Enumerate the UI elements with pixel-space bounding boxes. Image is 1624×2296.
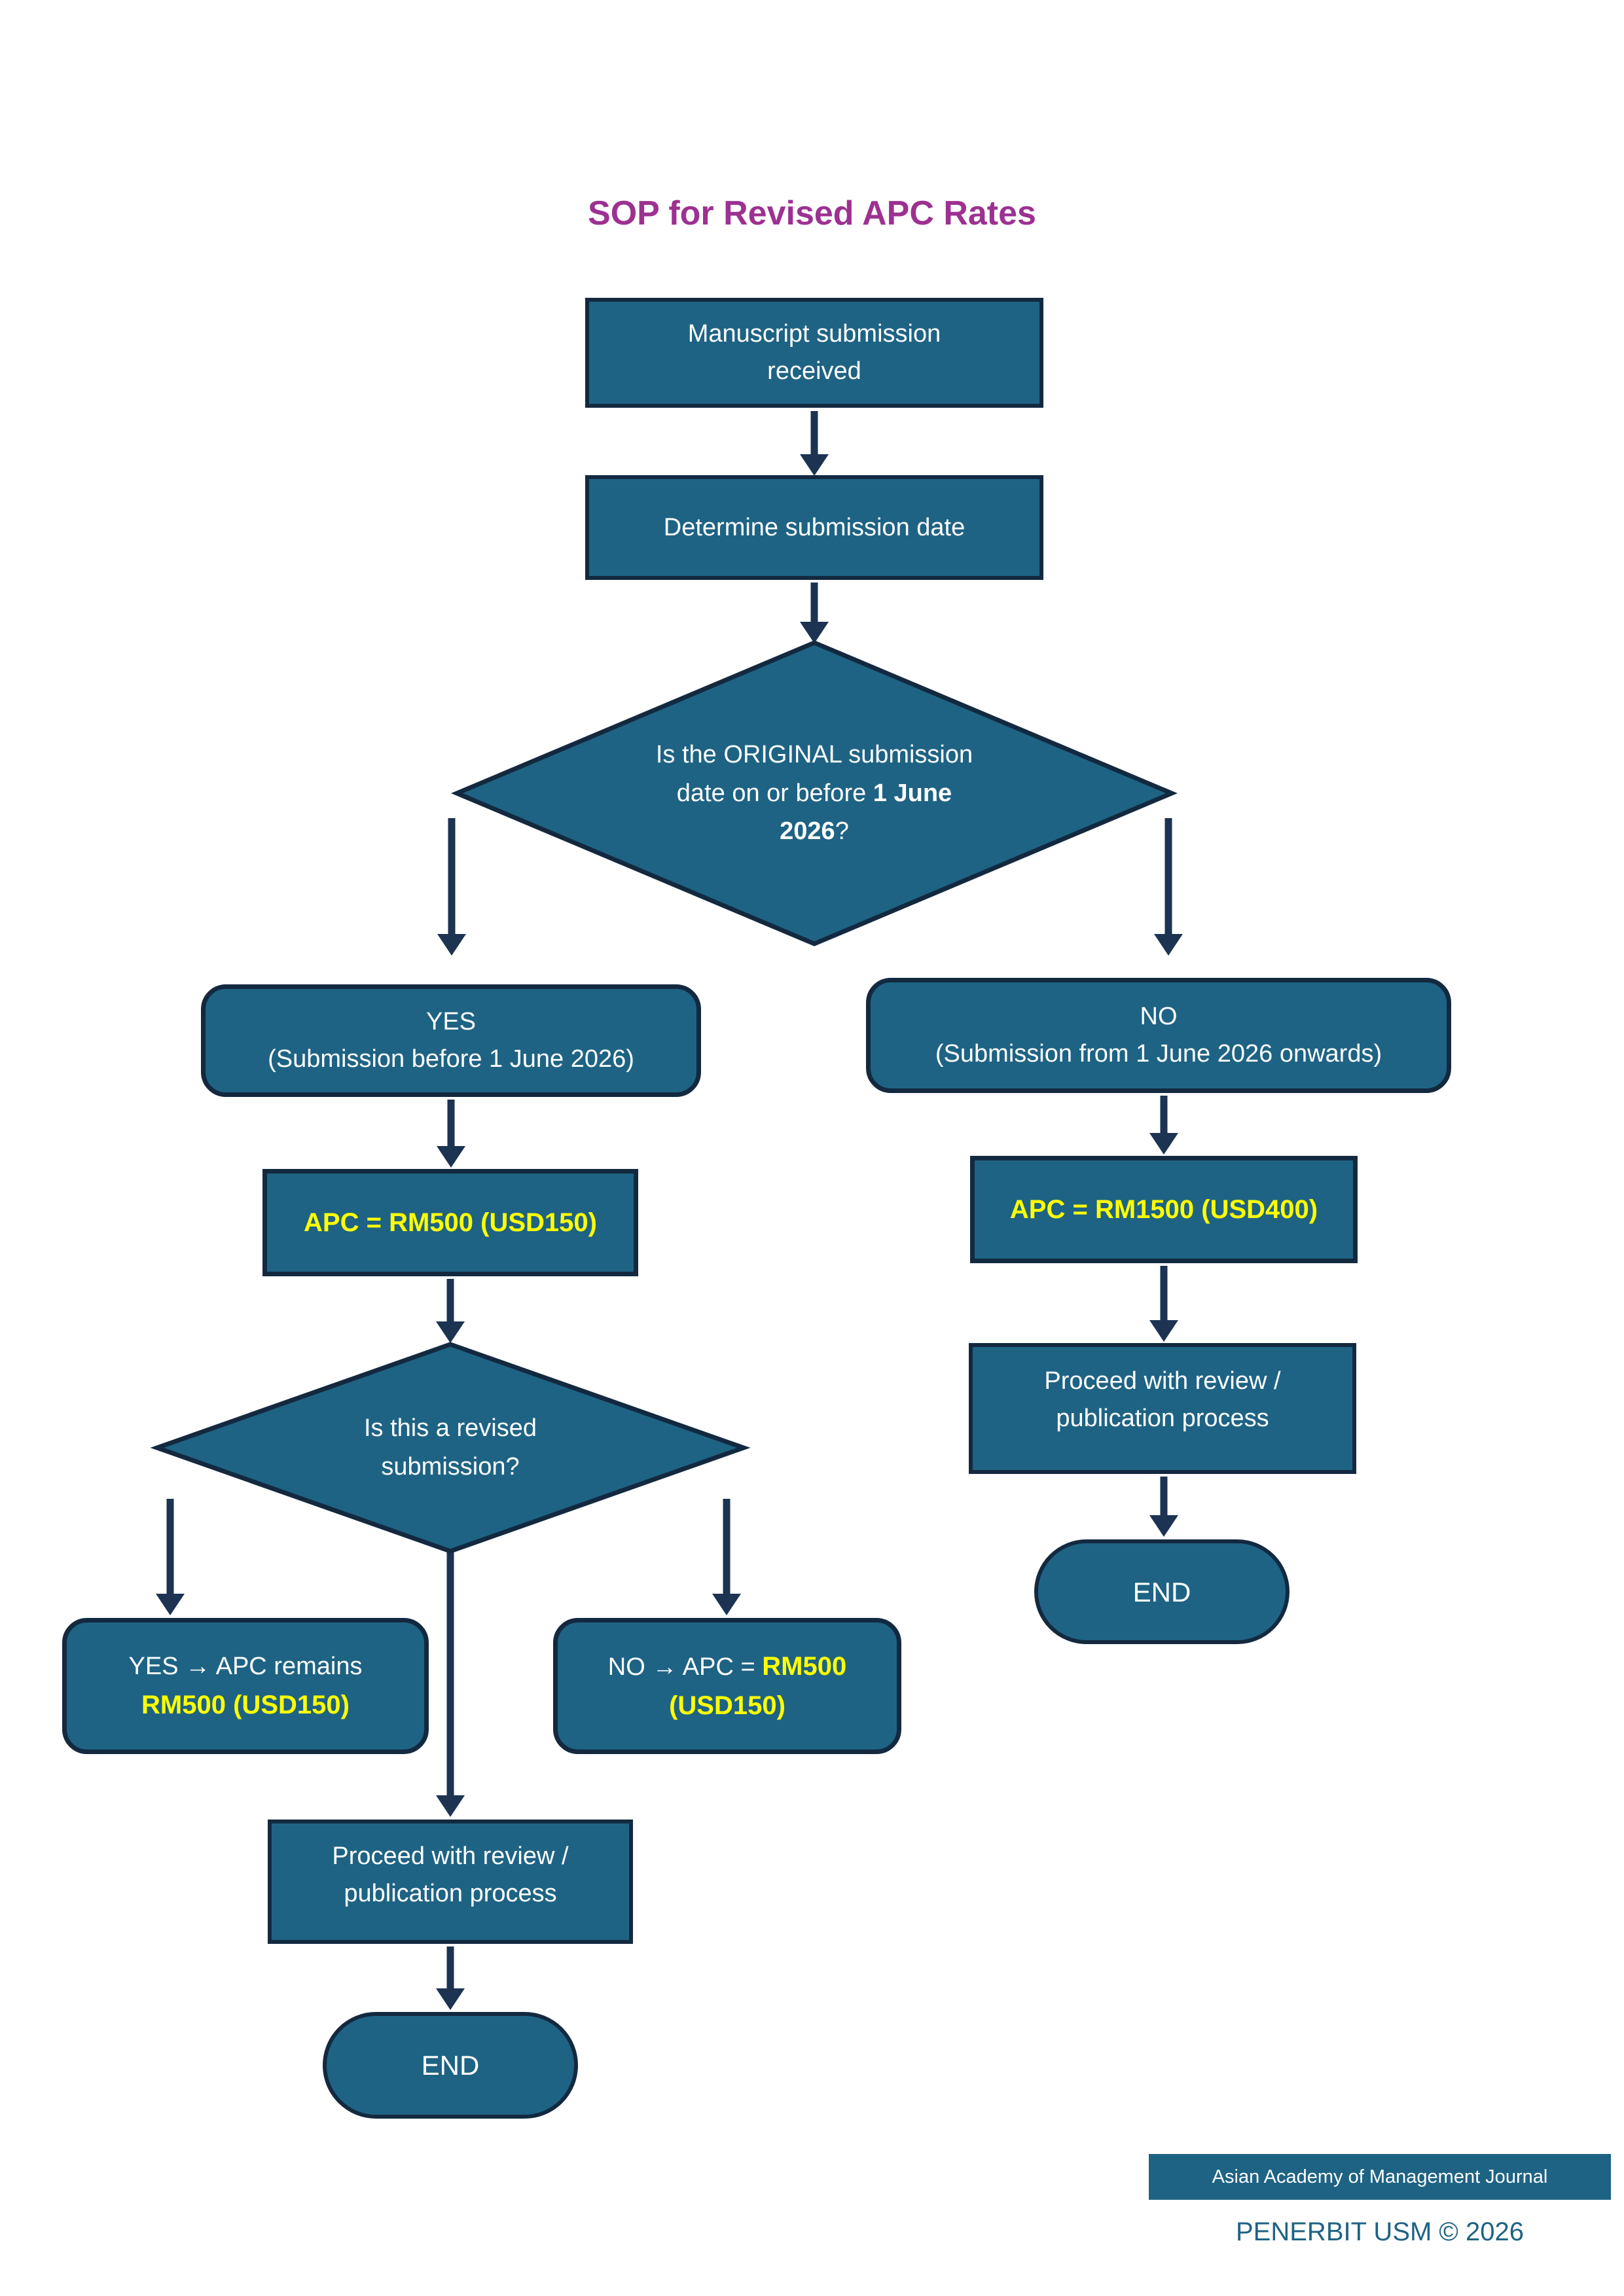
arrow-start-to-determine xyxy=(800,411,829,476)
arrow-determine-to-decision1 xyxy=(800,583,829,643)
node-end-left: END xyxy=(323,2012,578,2119)
decision2-label: Is this a revised submission? xyxy=(313,1364,588,1532)
arrow-apc500-to-decision2 xyxy=(436,1279,465,1343)
node-determine-label: Determine submission date xyxy=(663,513,965,541)
arrow-apc1500-to-proceed-right xyxy=(1149,1266,1178,1342)
end-right-label: END xyxy=(1132,1576,1191,1607)
node-apc-yes: APC = RM500 (USD150) xyxy=(262,1169,638,1276)
arrow-yes-to-apc500 xyxy=(437,1100,465,1168)
no-branch-line1: NO xyxy=(1140,1003,1178,1030)
decision1-text: Is the ORIGINAL submission date on or be… xyxy=(655,740,973,807)
node-revised-no: NO → APC = RM500 (USD150) xyxy=(553,1618,901,1754)
revised-yes-line1: YES → APC remains xyxy=(128,1652,363,1680)
no-branch-line2: (Submission from 1 June 2026 onwards) xyxy=(935,1040,1382,1067)
journal-banner: Asian Academy of Management Journal xyxy=(1149,2154,1611,2200)
revised-no-prefix: NO → APC = xyxy=(607,1653,763,1681)
arrow-decision2-to-proceed-left xyxy=(436,1552,465,1817)
revised-no-value: RM500 xyxy=(762,1652,847,1681)
decision1-suffix: ? xyxy=(835,817,849,846)
apc-yes-label: APC = RM500 (USD150) xyxy=(304,1208,597,1237)
decision1-label: Is the ORIGINAL submission date on or be… xyxy=(651,674,978,912)
end-left-label: END xyxy=(421,2050,480,2081)
journal-banner-label: Asian Academy of Management Journal xyxy=(1212,2166,1548,2187)
proceed-right-label: Proceed with review / publication proces… xyxy=(1044,1367,1281,1432)
node-proceed-left: Proceed with review / publication proces… xyxy=(268,1820,633,1944)
node-end-right: END xyxy=(1034,1539,1290,1644)
apc-no-label: APC = RM1500 (USD400) xyxy=(1009,1195,1318,1224)
revised-yes-line2: RM500 (USD150) xyxy=(141,1690,350,1719)
revised-no-line2: (USD150) xyxy=(669,1691,785,1720)
decision1-emphasis: 1 June 2026 xyxy=(780,779,952,846)
arrow-decision2-to-revised-no xyxy=(712,1499,741,1615)
page-title: SOP for Revised APC Rates xyxy=(588,194,1036,232)
arrow-proceed-right-to-end xyxy=(1149,1477,1178,1537)
arrow-decision2-to-revised-yes xyxy=(156,1499,185,1615)
publisher-copyright: PENERBIT USM © 2026 xyxy=(1236,2217,1524,2246)
node-no-branch: NO (Submission from 1 June 2026 onwards) xyxy=(866,978,1451,1093)
node-yes-branch: YES (Submission before 1 June 2026) xyxy=(201,984,701,1097)
node-start: Manuscript submission received xyxy=(585,298,1043,408)
revised-no-line1: NO → APC = RM500 xyxy=(608,1647,846,1686)
node-apc-no: APC = RM1500 (USD400) xyxy=(970,1156,1358,1263)
proceed-left-label: Proceed with review / publication proces… xyxy=(332,1842,569,1907)
node-proceed-right: Proceed with review / publication proces… xyxy=(969,1343,1356,1474)
node-start-label: Manuscript submission received xyxy=(687,320,941,385)
node-determine: Determine submission date xyxy=(585,475,1043,580)
arrow-decision1-to-yes xyxy=(437,818,466,956)
yes-branch-line1: YES xyxy=(425,1008,477,1035)
yes-branch-line2: (Submission before 1 June 2026) xyxy=(268,1045,634,1073)
decision2-text: Is this a revised submission? xyxy=(364,1414,537,1480)
arrow-proceed-left-to-end xyxy=(436,1946,465,2010)
arrow-no-to-apc1500 xyxy=(1149,1096,1178,1155)
arrow-decision1-to-no xyxy=(1154,818,1183,956)
node-revised-yes: YES → APC remains RM500 (USD150) xyxy=(62,1618,429,1754)
